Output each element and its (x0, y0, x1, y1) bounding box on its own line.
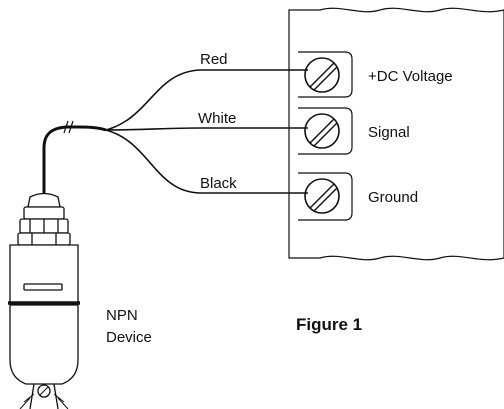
main-cable (42, 125, 80, 195)
terminal-1 (298, 51, 353, 98)
wire-label-red: Red (200, 51, 228, 68)
wire-black (105, 129, 308, 194)
terminal-3 (298, 172, 353, 221)
terminal-screw-icon (304, 113, 340, 149)
terminal-label-dc-voltage: +DC Voltage (368, 68, 453, 85)
wire-white (105, 127, 308, 131)
wire-label-black: Black (200, 175, 237, 192)
device-label-line1: NPN (106, 307, 138, 324)
terminal-screw-icon (304, 57, 340, 93)
device-label-line2: Device (106, 329, 152, 346)
figure-caption: Figure 1 (296, 315, 362, 334)
terminal-label-signal: Signal (368, 124, 410, 141)
wire-red (105, 69, 308, 131)
terminal-block (288, 7, 504, 261)
npn-sensor-icon (8, 192, 80, 409)
terminal-2 (298, 107, 353, 155)
terminal-screw-icon (304, 178, 340, 214)
terminal-label-ground: Ground (368, 189, 418, 206)
wire-label-white: White (198, 110, 236, 127)
cable (42, 120, 107, 195)
